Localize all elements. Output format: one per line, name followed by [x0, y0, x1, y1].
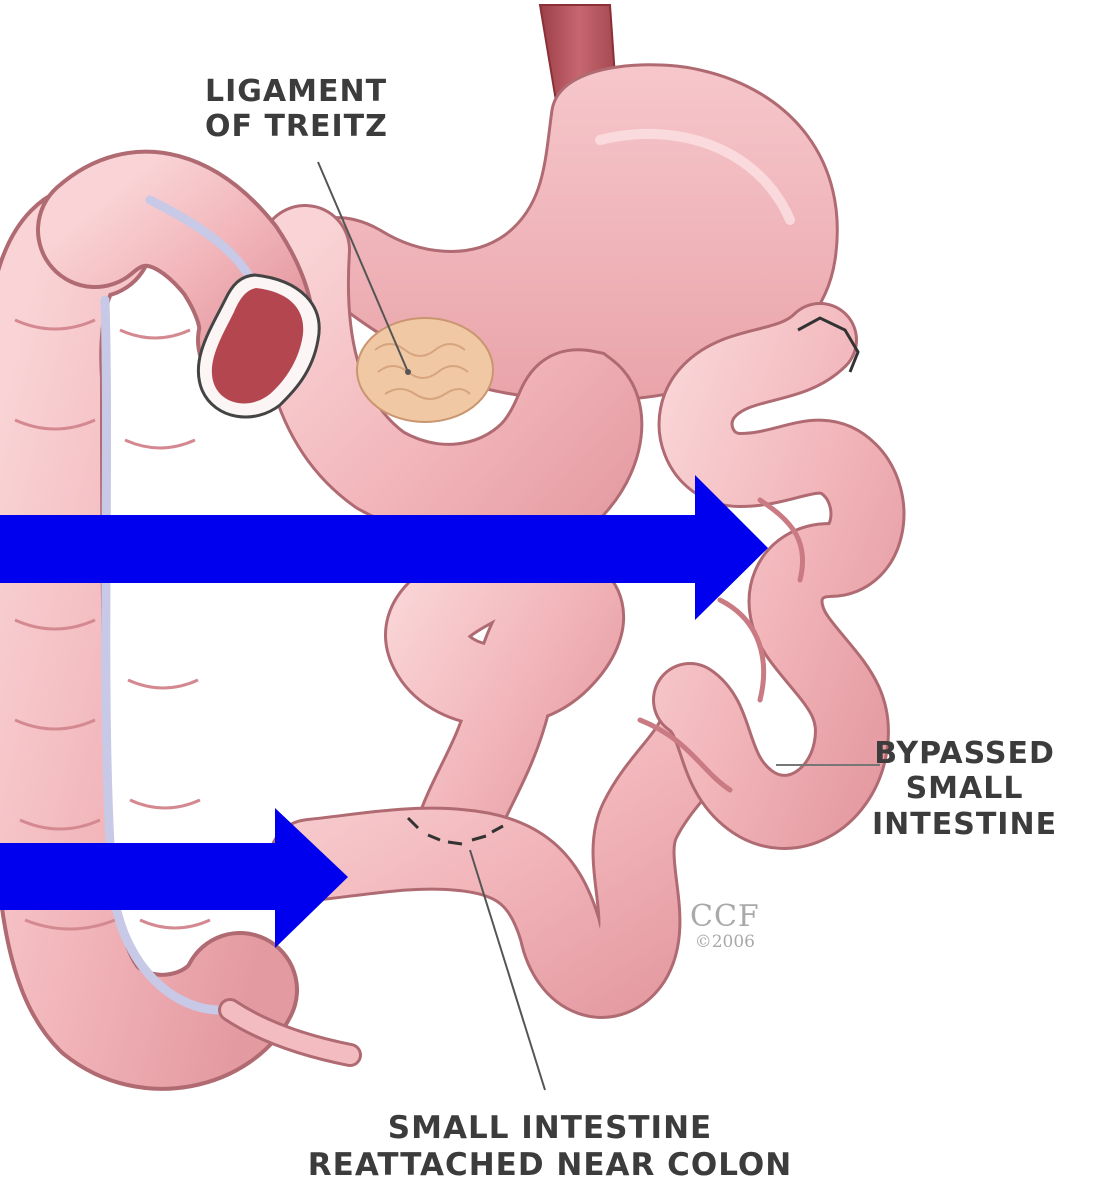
watermark-line1: CCF — [690, 900, 760, 933]
watermark-line2: ©2006 — [690, 933, 760, 952]
ligament-of-treitz-label: LIGAMENT OF TREITZ — [205, 74, 388, 145]
reattached-label-line2: REATTACHED NEAR COLON — [240, 1147, 860, 1184]
bypassed-label-line2: SMALL — [872, 771, 1057, 806]
bypassed-label-line3: INTESTINE — [872, 807, 1057, 842]
reattached-near-colon-label: SMALL INTESTINE REATTACHED NEAR COLON — [240, 1110, 860, 1183]
ligament-label-line1: LIGAMENT — [205, 74, 388, 109]
ccf-copyright-watermark: CCF ©2006 — [690, 900, 760, 952]
bypassed-small-intestine-label: BYPASSED SMALL INTESTINE — [872, 736, 1057, 842]
ligament-label-line2: OF TREITZ — [205, 109, 388, 144]
pancreas-patch — [357, 318, 493, 422]
bypassed-label-line1: BYPASSED — [872, 736, 1057, 771]
reattached-label-line1: SMALL INTESTINE — [240, 1110, 860, 1147]
